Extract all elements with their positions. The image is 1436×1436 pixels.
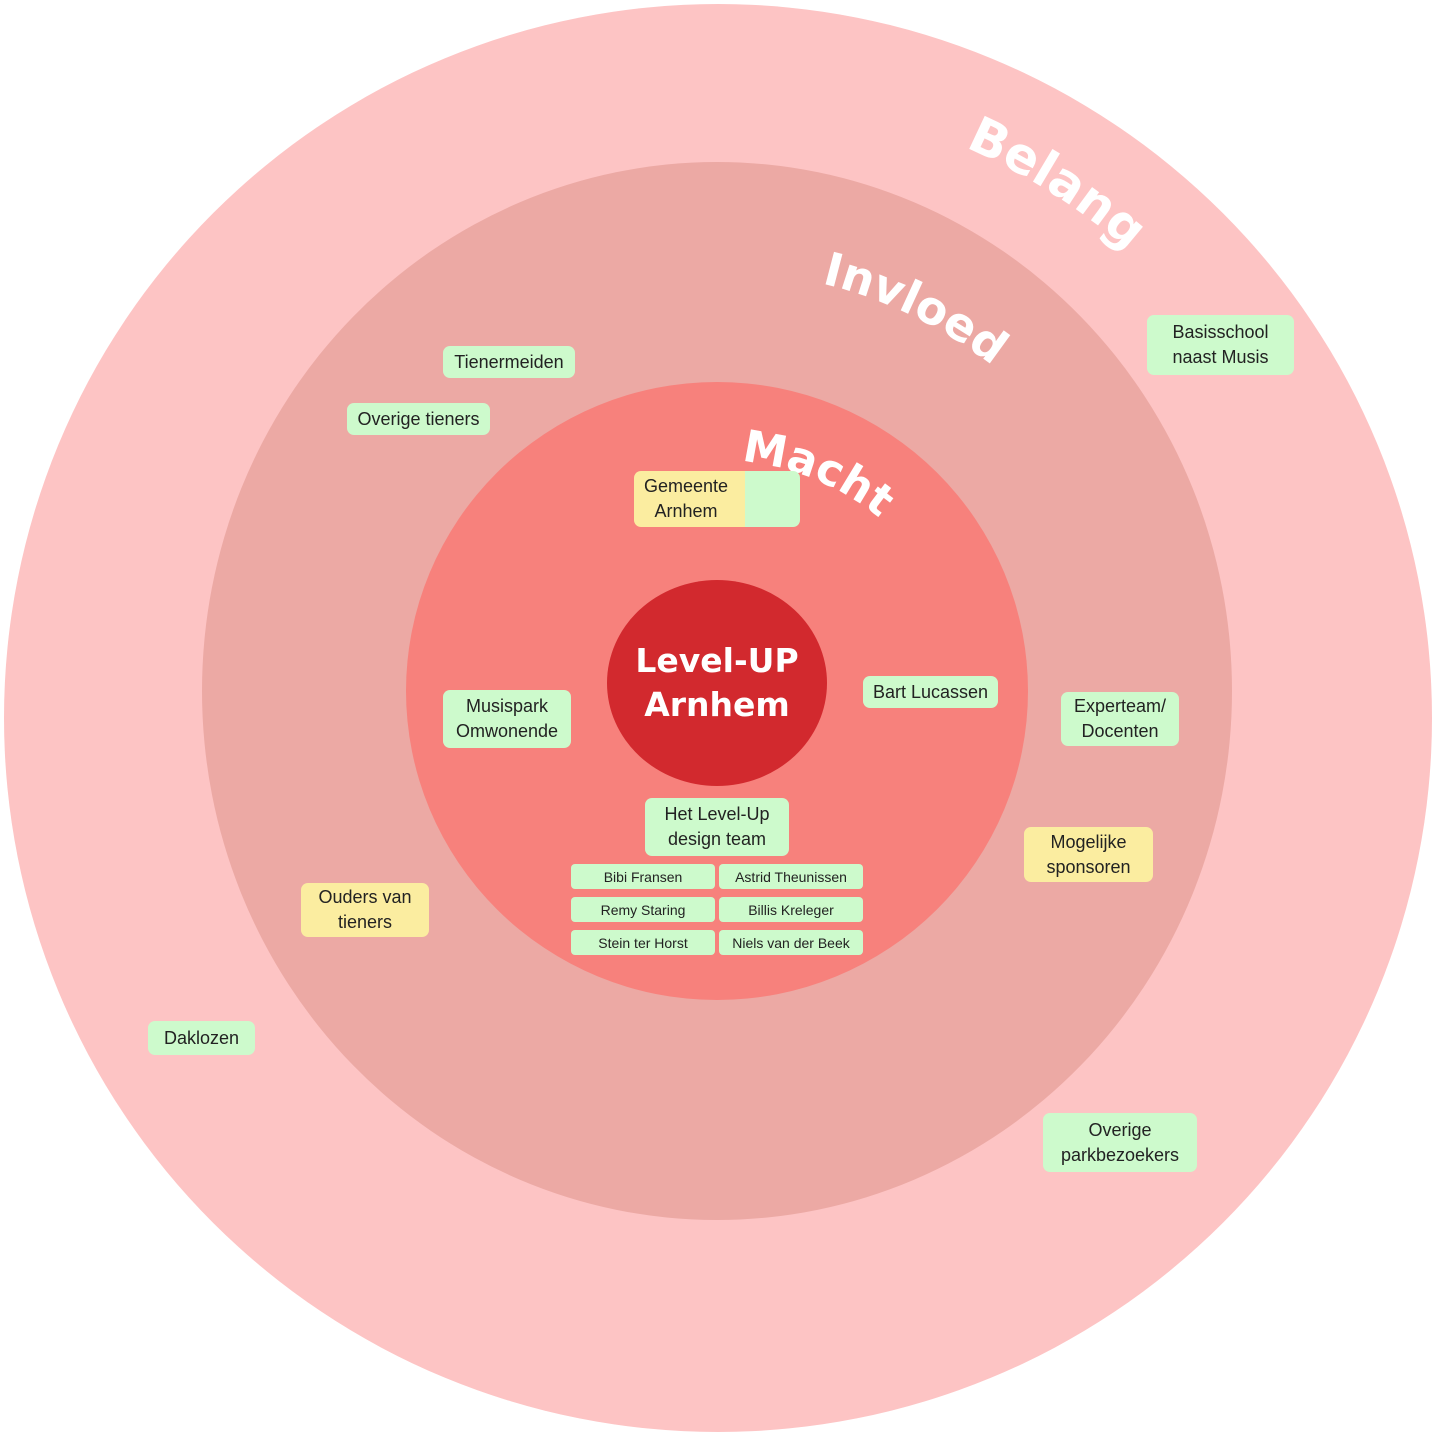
stakeholder-tienermeiden: Tienermeiden (443, 346, 575, 378)
stakeholder-basisschool: Basisschool naast Musis (1147, 315, 1294, 375)
core-title-line1: Level-UP (635, 641, 799, 680)
stakeholder-overige-tieners: Overige tieners (347, 403, 490, 435)
stakeholder-musispark-omwonende: Musispark Omwonende (443, 690, 571, 748)
team-member: Niels van der Beek (719, 930, 863, 955)
core-title-line2: Arnhem (644, 685, 790, 724)
stakeholder-mogelijke-sponsoren: Mogelijke sponsoren (1024, 827, 1153, 882)
stakeholder-bart-lucassen: Bart Lucassen (863, 676, 998, 708)
stakeholder-ouders-van-tieners: Ouders van tieners (301, 883, 429, 937)
stakeholder-experteam: Experteam/ Docenten (1061, 692, 1179, 746)
ring-label-invloed: Invloed (819, 242, 1018, 375)
stakeholder-gemeente-arnhem: Gemeente Arnhem (634, 471, 800, 527)
team-member: Astrid Theunissen (719, 864, 863, 889)
stakeholder-daklozen: Daklozen (148, 1021, 255, 1055)
team-member: Billis Kreleger (719, 897, 863, 922)
core-circle: Level-UP Arnhem (607, 580, 827, 786)
team-member: Remy Staring (571, 897, 715, 922)
team-member: Stein ter Horst (571, 930, 715, 955)
stakeholder-overige-parkbezoekers: Overige parkbezoekers (1043, 1113, 1197, 1172)
team-member: Bibi Fransen (571, 864, 715, 889)
stakeholder-design-team: Het Level-Up design team (645, 798, 789, 856)
ring-label-belang: Belang (960, 105, 1158, 260)
